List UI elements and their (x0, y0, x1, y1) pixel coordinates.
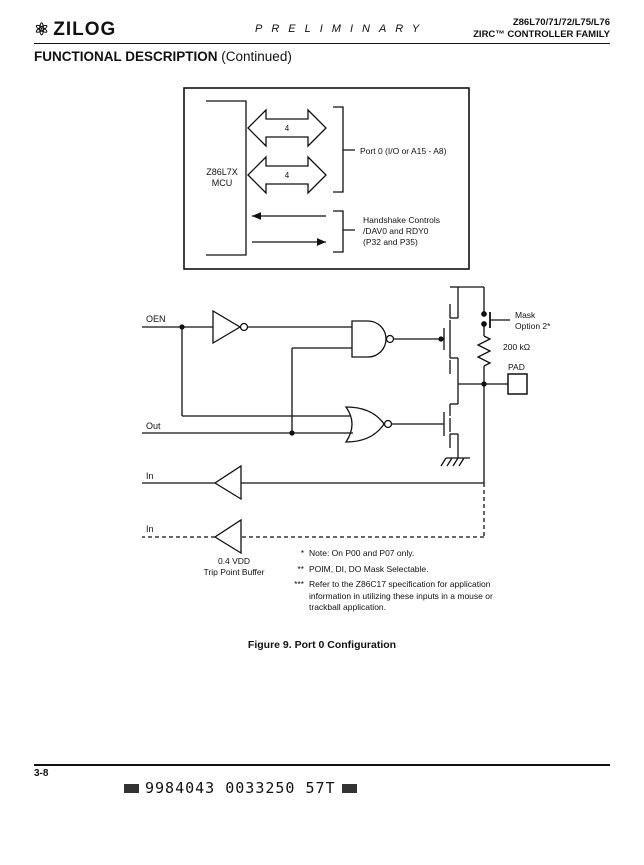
pad-box (507, 373, 528, 395)
note-mark: *** (294, 579, 304, 589)
preliminary-label: PRELIMINARY (255, 23, 429, 35)
mask-contact-1 (481, 311, 487, 317)
buffer-label-1: 0.4 VDD (218, 556, 250, 566)
mask-contact-2 (481, 321, 487, 327)
mcu-label-2: MCU (212, 178, 233, 188)
section-title: FUNCTIONAL DESCRIPTION (Continued) (34, 49, 292, 64)
note-text: POIM, DI, DO Mask Selectable. (309, 563, 429, 574)
brand-name: ZILOG (53, 19, 117, 40)
pullup-resistor (476, 335, 492, 367)
handshake-label-2: /DAV0 and RDY0 (363, 226, 429, 236)
product-family: ZIRC™ CONTROLLER FAMILY (473, 29, 610, 40)
section-title-bold: FUNCTIONAL DESCRIPTION (34, 49, 218, 64)
ground-icon (440, 457, 470, 467)
pad-label: PAD (508, 362, 525, 372)
in-label-2: In (146, 524, 154, 534)
nor-bubble (383, 419, 393, 429)
nand-bubble (385, 334, 395, 344)
buffer-label-2: Trip Point Buffer (204, 567, 265, 577)
nand-gate (351, 320, 387, 358)
resistor-label: 200 kΩ (503, 342, 530, 352)
note-item: *** Refer to the Z86C17 specification fo… (291, 579, 499, 614)
zilog-logo: ⚛ZILOG (34, 19, 116, 41)
note-item: * Note: On P00 and P07 only. (291, 548, 499, 560)
in-label-1: In (146, 471, 154, 481)
section-title-continued: (Continued) (221, 49, 292, 64)
barcode-block-left (124, 784, 139, 793)
figure-notes: * Note: On P00 and P07 only. ** POIM, DI… (291, 548, 499, 618)
tracking-code: 9984043 0033250 57T (118, 779, 363, 797)
bus-width-2: 4 (285, 171, 290, 180)
mask-label-1: Mask (515, 310, 536, 320)
note-mark: * (300, 548, 304, 558)
mcu-block (206, 100, 247, 256)
block-diagram-frame (183, 87, 470, 270)
nor-gate (344, 406, 385, 443)
port0-label: Port 0 (I/O or A15 - A8) (360, 146, 447, 156)
bus-width-1: 4 (285, 124, 290, 133)
pmos-gate-dot (438, 336, 444, 342)
part-numbers: Z86L70/71/72/L75/L76 (512, 17, 610, 28)
input-buffer-1 (213, 464, 242, 501)
zilog-logo-icon: ⚛ (34, 20, 51, 39)
header-rule (34, 43, 610, 44)
figure-caption: Figure 9. Port 0 Configuration (247, 639, 397, 651)
inverter-bubble (239, 322, 249, 332)
mask-label-2: Option 2* (515, 321, 551, 331)
port0-brace (333, 106, 355, 193)
oen-label: OEN (146, 314, 166, 324)
out-junction (289, 430, 295, 436)
handshake-brace (333, 210, 355, 253)
page-number: 3-8 (34, 768, 49, 779)
note-text: Refer to the Z86C17 specification for ap… (309, 579, 493, 612)
note-item: ** POIM, DI, DO Mask Selectable. (291, 564, 499, 576)
note-text: Note: On P00 and P07 only. (309, 548, 415, 558)
tracking-number: 9984043 0033250 57T (145, 779, 336, 797)
handshake-label-1: Handshake Controls (363, 215, 440, 225)
bus-arrow-1 (247, 108, 327, 148)
mcu-label-1: Z86L7X (206, 167, 238, 177)
inverter (212, 309, 242, 345)
input-buffer-2 (213, 518, 242, 555)
barcode-block-right (341, 784, 357, 793)
handshake-label-3: (P32 and P35) (363, 237, 418, 247)
note-mark: ** (297, 563, 304, 574)
bus-arrow-2 (247, 155, 327, 195)
out-label: Out (146, 421, 161, 431)
footer-rule (34, 764, 610, 766)
